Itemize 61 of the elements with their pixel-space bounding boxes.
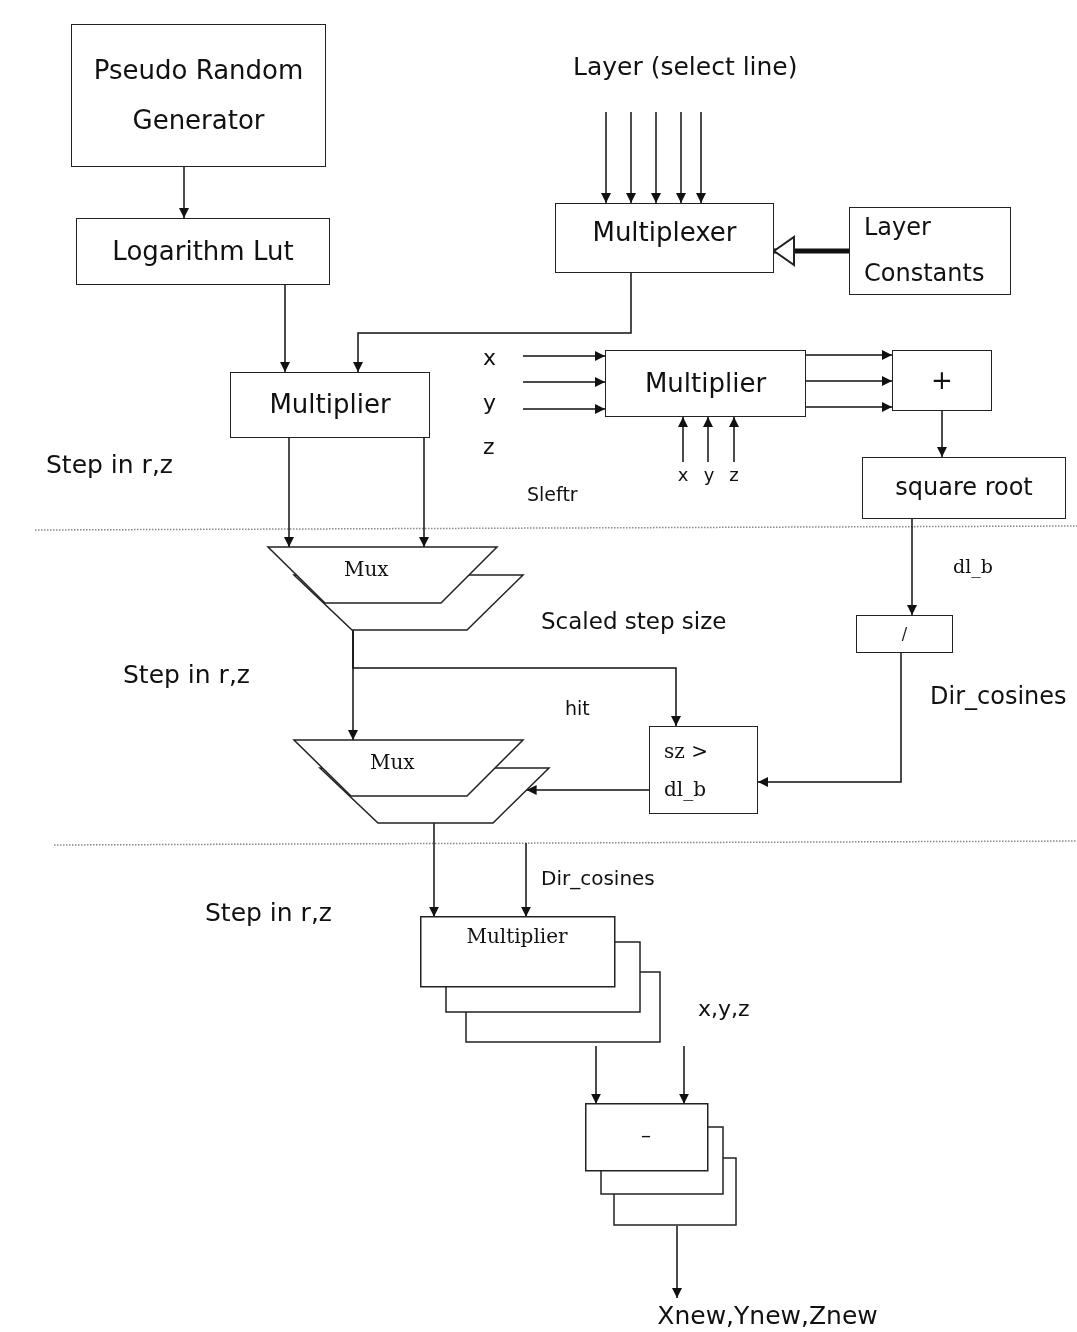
block-arrow [773,236,849,266]
arrow [696,111,706,204]
arrow [522,404,606,414]
arrow [429,822,439,918]
signal-label: Dir_cosines [541,866,655,890]
multiplier-box: Multiplier [230,372,430,438]
input-label: y [698,462,720,488]
arrow [352,629,681,727]
block-label: – [640,1125,652,1145]
generator-box: Pseudo Random Generator [71,24,326,167]
stage-label: Step in r,z [46,450,173,479]
arrow [601,111,611,204]
signal-label: Layer (select line) [573,52,798,81]
block-label: Mux [370,752,415,772]
multiplexer-box: Multiplexer [555,203,774,273]
signal-label: z [483,434,495,459]
constants-box: Layer Constants [849,207,1011,295]
arrow [678,416,688,463]
arrow [522,377,606,387]
comparator-box: sz > dl_b [649,726,758,814]
signal-label: dl_b [953,555,993,577]
arrow [672,1225,682,1299]
arrow [805,376,893,386]
arrow [937,410,947,458]
arrow [679,1045,689,1105]
arrow [626,111,636,204]
arrow [179,166,189,219]
output-label: Xnew,Ynew,Znew [650,1298,885,1332]
arrow [676,111,686,204]
arrow [419,437,429,548]
arrow [521,842,531,918]
stage-label: Step in r,z [205,898,332,927]
signal-label: hit [565,697,590,719]
signal-label: y [483,390,497,415]
arrow [907,518,917,616]
arrow [805,402,893,412]
signal-label: x [483,345,497,370]
signal-label: x,y,z [698,996,750,1021]
arrow [353,272,632,373]
arrow [805,350,893,360]
lookup-table-box: Logarithm Lut [76,218,330,285]
input-label: z [723,462,745,488]
stage-label: Step in r,z [123,660,250,689]
input-label: x [672,462,694,488]
block-label: Multiplier [465,926,569,946]
square-root-box: square root [862,457,1066,519]
arrow [522,351,606,361]
signal-label: Sleftr [527,483,578,505]
arrow [280,284,290,373]
arrow [591,1045,601,1105]
arrow [651,111,661,204]
arrow [525,785,650,795]
arrow [284,437,294,548]
adder-box: + [892,350,992,411]
arrow [729,416,739,463]
arrow [757,652,902,787]
multiplier-box: Multiplier [605,350,806,417]
arrow [703,416,713,463]
signal-label: Scaled step size [541,608,727,634]
block-label: Mux [344,559,389,579]
signal-label: Dir_cosines [930,682,1067,710]
